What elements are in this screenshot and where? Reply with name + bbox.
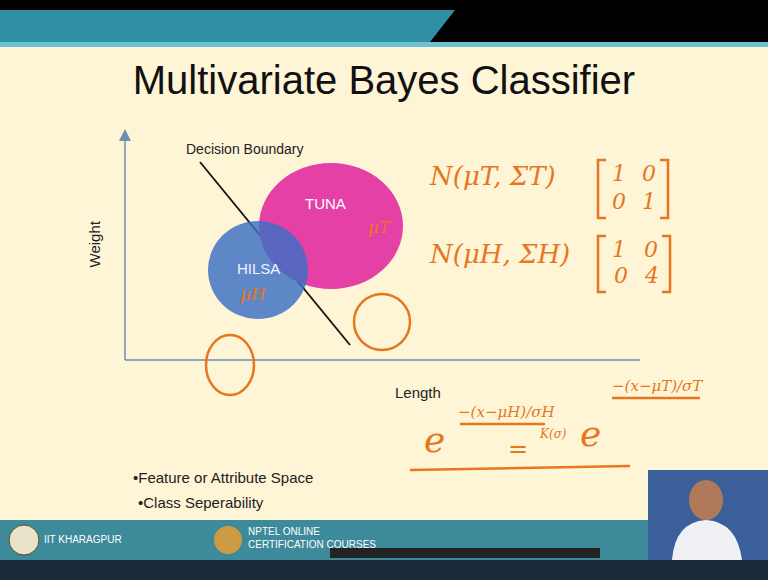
boundary-label: Decision Boundary xyxy=(186,142,304,157)
matrix-entry: 0 xyxy=(612,190,626,214)
matrix-bracket xyxy=(662,236,670,292)
slide-title: Multivariate Bayes Classifier xyxy=(0,58,768,102)
fraction-bar xyxy=(612,397,700,400)
handwritten-formula: K(σ) xyxy=(540,428,567,441)
matrix-entry: 1 xyxy=(642,190,656,214)
institute-logo xyxy=(9,525,39,555)
fraction-bar xyxy=(460,423,545,426)
handwritten-mean: μH xyxy=(240,285,266,304)
bullet-point: •Class Seperability xyxy=(138,495,263,512)
matrix-entry: 0 xyxy=(644,238,658,262)
handwritten-exponent: −(x−μT)/σT xyxy=(612,378,702,395)
footer-text: CERTIFICATION COURSES xyxy=(248,539,376,550)
footer-text: IIT KHARAGPUR xyxy=(44,534,122,545)
slide-body xyxy=(0,47,768,520)
matrix-bracket xyxy=(598,160,606,218)
matrix-entry: 1 xyxy=(612,238,626,262)
presenter-head xyxy=(689,480,723,520)
header-strip xyxy=(0,42,768,47)
footer-text: NPTEL ONLINE xyxy=(248,526,320,537)
x-axis xyxy=(125,359,640,361)
handwritten-formula: = xyxy=(508,436,528,462)
matrix-bracket xyxy=(598,236,606,292)
handwriting xyxy=(206,160,700,470)
presenter-video xyxy=(648,470,768,560)
handwritten-circle xyxy=(354,294,410,350)
handwritten-circle xyxy=(206,335,254,395)
matrix-entry: 4 xyxy=(645,264,659,288)
header-band xyxy=(0,10,455,42)
handwritten-formula: e xyxy=(580,414,601,454)
handwritten-mean: μT xyxy=(368,218,390,237)
presenter-body xyxy=(672,520,742,560)
matrix-entry: 0 xyxy=(614,264,628,288)
nptel-logo xyxy=(214,526,242,554)
y-axis xyxy=(124,135,126,360)
class-name: TUNA xyxy=(305,196,346,213)
handwritten-formula: N(μT, ΣT) xyxy=(430,162,556,191)
handwritten-formula: N(μH, ΣH) xyxy=(430,240,570,269)
class-name: HILSA xyxy=(237,261,280,278)
underline xyxy=(410,466,630,470)
matrix-bracket xyxy=(660,160,668,218)
axis-label: Weight xyxy=(87,221,104,267)
matrix-entry: 0 xyxy=(642,162,656,186)
axis-label: Length xyxy=(395,385,441,402)
matrix-entry: 1 xyxy=(612,162,626,186)
ellipse-shape xyxy=(208,221,308,319)
class-ellipse: HILSA xyxy=(207,220,309,320)
taskbar xyxy=(0,560,768,580)
handwritten-formula: e xyxy=(424,420,445,460)
bullet-point: •Feature or Attribute Space xyxy=(133,470,313,487)
handwritten-exponent: −(x−μH)/σH xyxy=(458,404,555,421)
